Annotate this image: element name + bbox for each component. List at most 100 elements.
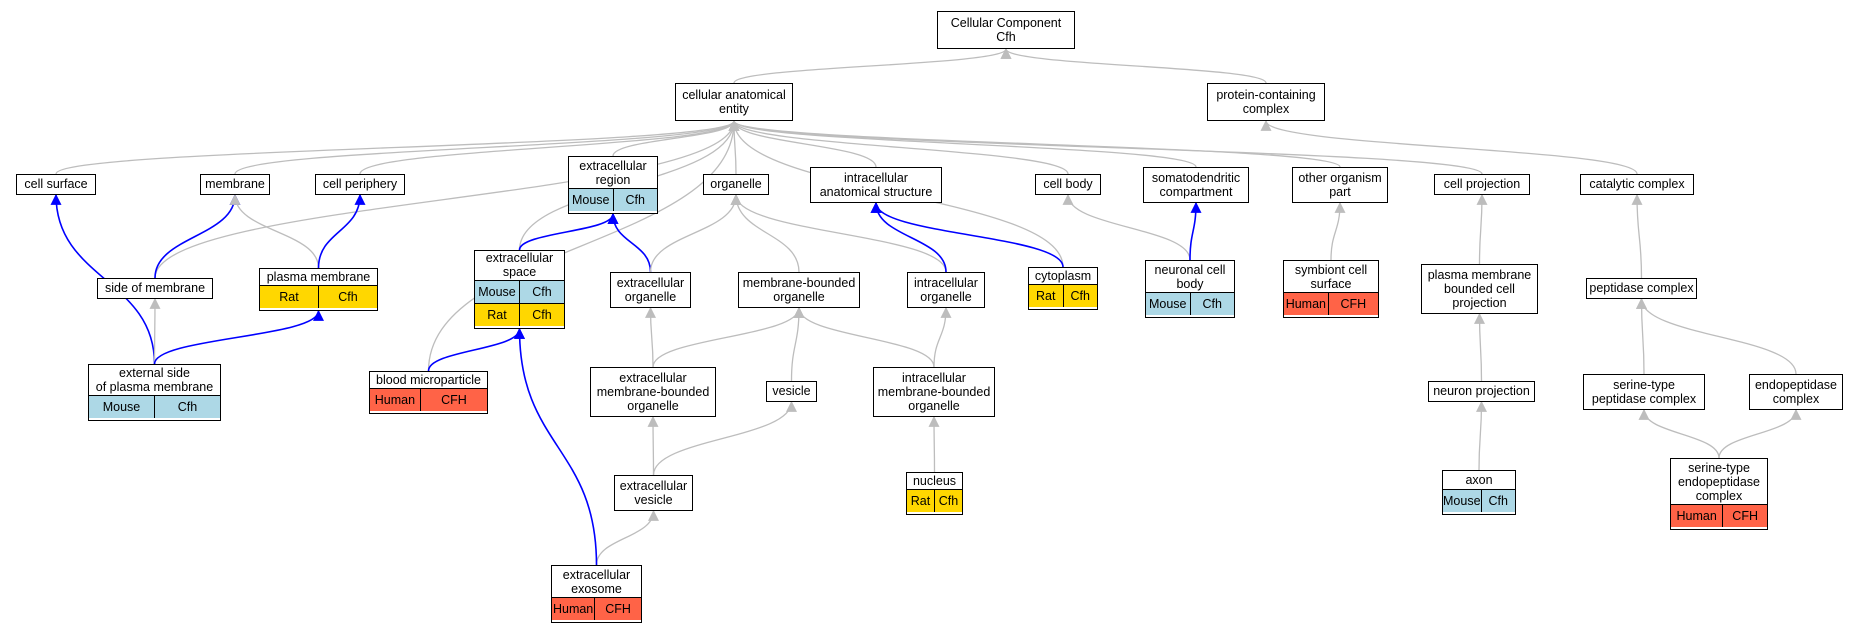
node-oop[interactable]: other organism part bbox=[1292, 167, 1388, 203]
edge-mbo-to-orgn bbox=[730, 193, 800, 273]
node-cae[interactable]: cellular anatomical entity bbox=[675, 83, 793, 121]
edge-memb-to-cae bbox=[234, 119, 740, 175]
edge-pm-to-memb bbox=[229, 193, 320, 269]
node-label: cell body bbox=[1043, 177, 1093, 191]
gene-cell: Cfh bbox=[1189, 293, 1235, 316]
node-label: Cellular Component Cfh bbox=[950, 15, 1062, 44]
species-cell: Human bbox=[1285, 297, 1326, 312]
edge-oop-to-cae bbox=[728, 119, 1341, 168]
node-label: extracellular organelle bbox=[616, 275, 685, 304]
species-cell: Human bbox=[1676, 509, 1717, 524]
node-pepc[interactable]: peptidase complex bbox=[1586, 278, 1697, 299]
node-label: blood microparticle bbox=[376, 373, 481, 388]
node-label: extracellular exosome bbox=[562, 567, 631, 596]
edge-exves-to-exmbo bbox=[647, 415, 659, 476]
node-label: neuron projection bbox=[1433, 384, 1530, 398]
edge-bmp-to-exsp bbox=[427, 327, 525, 372]
gene-cell: CFH bbox=[594, 598, 641, 621]
node-label: organelle bbox=[710, 177, 762, 191]
node-mbo[interactable]: membrane-bounded organelle bbox=[738, 272, 860, 308]
node-cper[interactable]: cell periphery bbox=[315, 174, 405, 195]
node-label: intracellular anatomical structure bbox=[819, 170, 933, 199]
species-cell: Rat bbox=[910, 494, 931, 509]
edge-bmp-to-cae bbox=[427, 119, 740, 372]
edge-iorg-to-ias bbox=[870, 201, 947, 273]
node-endo[interactable]: endopeptidase complex bbox=[1749, 374, 1843, 410]
species-cell: Human bbox=[374, 393, 416, 408]
edge-pcc-to-cc bbox=[1000, 47, 1267, 84]
node-orgn[interactable]: organelle bbox=[703, 174, 769, 195]
node-pcc[interactable]: protein-containing complex bbox=[1207, 83, 1325, 121]
node-memb[interactable]: membrane bbox=[200, 174, 270, 195]
node-csurf[interactable]: cell surface bbox=[16, 174, 96, 195]
node-nproj[interactable]: neuron projection bbox=[1428, 381, 1535, 402]
edge-scs-to-oop bbox=[1330, 201, 1346, 261]
species-cell: Human bbox=[552, 602, 594, 617]
node-label: serine-type endopeptidase complex bbox=[1677, 460, 1761, 503]
node-imbo[interactable]: intracellular membrane-bounded organelle bbox=[873, 367, 995, 417]
node-exmbo[interactable]: extracellular membrane-bounded organelle bbox=[590, 367, 716, 417]
node-iorg[interactable]: intracellular organelle bbox=[907, 272, 985, 308]
gene-cell: CFH bbox=[1327, 293, 1378, 316]
edge-axon-to-nproj bbox=[1475, 400, 1487, 471]
edge-imbo-to-iorg bbox=[933, 306, 952, 368]
edge-exves-to-vesicle bbox=[652, 400, 797, 476]
edge-pmbcp-to-cproj bbox=[1476, 193, 1488, 265]
gene-cell: Cfh bbox=[612, 189, 658, 212]
edge-stepc-to-stpc bbox=[1638, 408, 1720, 459]
node-som[interactable]: side of membrane bbox=[97, 278, 213, 299]
species-cell: Mouse bbox=[571, 193, 610, 208]
edge-pepc-to-catc bbox=[1631, 193, 1643, 279]
node-label: membrane bbox=[205, 177, 265, 191]
edge-espm-to-som bbox=[149, 297, 161, 365]
node-cc[interactable]: Cellular Component Cfh bbox=[937, 11, 1075, 49]
edge-ias-to-cae bbox=[728, 119, 877, 168]
node-stpc[interactable]: serine-type peptidase complex bbox=[1583, 374, 1705, 410]
edge-exorg-to-exreg bbox=[607, 212, 652, 273]
node-label: membrane-bounded organelle bbox=[742, 275, 856, 304]
node-cbody[interactable]: cell body bbox=[1035, 174, 1101, 195]
node-exves[interactable]: extracellular vesicle bbox=[614, 475, 693, 511]
node-somato[interactable]: somatodendritic compartment bbox=[1143, 167, 1249, 203]
node-label: vesicle bbox=[772, 384, 811, 398]
node-label: plasma membrane bounded cell projection bbox=[1427, 267, 1532, 310]
node-label: cell periphery bbox=[322, 177, 398, 191]
edge-cbody-to-cae bbox=[728, 119, 1069, 175]
node-label: plasma membrane bbox=[266, 270, 371, 285]
node-label: axon bbox=[1465, 473, 1493, 488]
gene-cell: Cfh bbox=[1480, 490, 1515, 513]
species-cell: Rat bbox=[487, 307, 507, 322]
node-vesicle[interactable]: vesicle bbox=[766, 381, 817, 402]
gene-cell: Cfh bbox=[934, 490, 962, 513]
node-catc[interactable]: catalytic complex bbox=[1580, 174, 1694, 195]
node-label: somatodendritic compartment bbox=[1151, 170, 1241, 199]
node-pmbcp[interactable]: plasma membrane bounded cell projection bbox=[1421, 264, 1538, 314]
node-cproj[interactable]: cell projection bbox=[1434, 174, 1530, 195]
gene-cell: Cfh bbox=[519, 303, 564, 326]
gene-cell: Cfh bbox=[519, 280, 564, 303]
node-exorg[interactable]: extracellular organelle bbox=[610, 272, 691, 308]
node-label: neuronal cell body bbox=[1154, 262, 1226, 291]
edge-ncb-to-cbody bbox=[1062, 193, 1191, 261]
edge-catc-to-pcc bbox=[1260, 119, 1638, 175]
node-ias[interactable]: intracellular anatomical structure bbox=[810, 167, 942, 203]
